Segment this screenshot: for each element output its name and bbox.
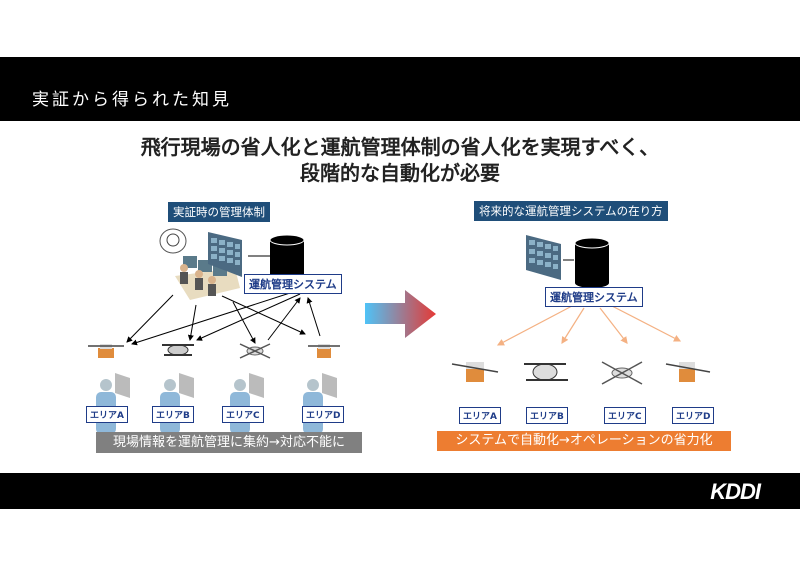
pilot-icon-c — [230, 373, 264, 434]
left-area-a-label: エリアA — [86, 406, 128, 423]
drone-icon-d — [308, 344, 340, 358]
right-area-a-label: エリアA — [459, 407, 501, 424]
slide-headline: 飛行現場の省人化と運航管理体制の省人化を実現すべく、 段階的な自動化が必要 — [0, 134, 800, 186]
drone-icon-right-b — [524, 363, 568, 381]
left-area-d-label: エリアD — [302, 406, 345, 423]
drone-icon-right-a — [451, 362, 499, 382]
database-icon-right — [574, 237, 610, 288]
right-area-b-label: エリアB — [526, 407, 568, 424]
left-system-label: 運航管理システム — [244, 274, 342, 294]
right-area-d-label: エリアD — [672, 407, 715, 424]
headline-line-2: 段階的な自動化が必要 — [300, 161, 500, 185]
drone-icon-right-d — [665, 362, 711, 382]
right-connection-arrows — [496, 305, 682, 346]
left-area-c-label: エリアC — [222, 406, 264, 423]
pilot-icon-a — [96, 373, 130, 434]
pilot-icon-b — [160, 373, 194, 434]
footer-bar: KDDI — [0, 473, 800, 509]
drone-icon-c — [239, 343, 271, 359]
drone-icon-right-c — [601, 361, 643, 385]
left-connection-arrows — [126, 292, 321, 346]
kddi-logo: KDDI — [710, 479, 761, 504]
left-caption: 現場情報を運航管理に集約→対応不能に — [96, 432, 362, 453]
header-bar: 実証から得られた知見 — [0, 57, 800, 121]
right-system-label: 運航管理システム — [545, 287, 643, 307]
right-caption: システムで自動化→オペレーションの省力化 — [437, 431, 731, 451]
drone-icon-a — [88, 344, 124, 358]
right-section-label: 将来的な運航管理システムの在り方 — [474, 201, 668, 221]
left-area-b-label: エリアB — [152, 406, 194, 423]
slide-section-title: 実証から得られた知見 — [32, 90, 232, 110]
video-wall-icon-right — [526, 235, 561, 280]
video-wall-icon — [208, 232, 242, 277]
left-section-label: 実証時の管理体制 — [168, 202, 270, 222]
headline-line-1: 飛行現場の省人化と運航管理体制の省人化を実現すべく、 — [140, 135, 660, 159]
drone-icon-b — [162, 344, 194, 356]
right-area-c-label: エリアC — [604, 407, 646, 424]
control-room-operators-icon — [159, 228, 240, 300]
transition-arrow-icon — [365, 290, 436, 338]
pilot-icon-d — [303, 373, 337, 434]
